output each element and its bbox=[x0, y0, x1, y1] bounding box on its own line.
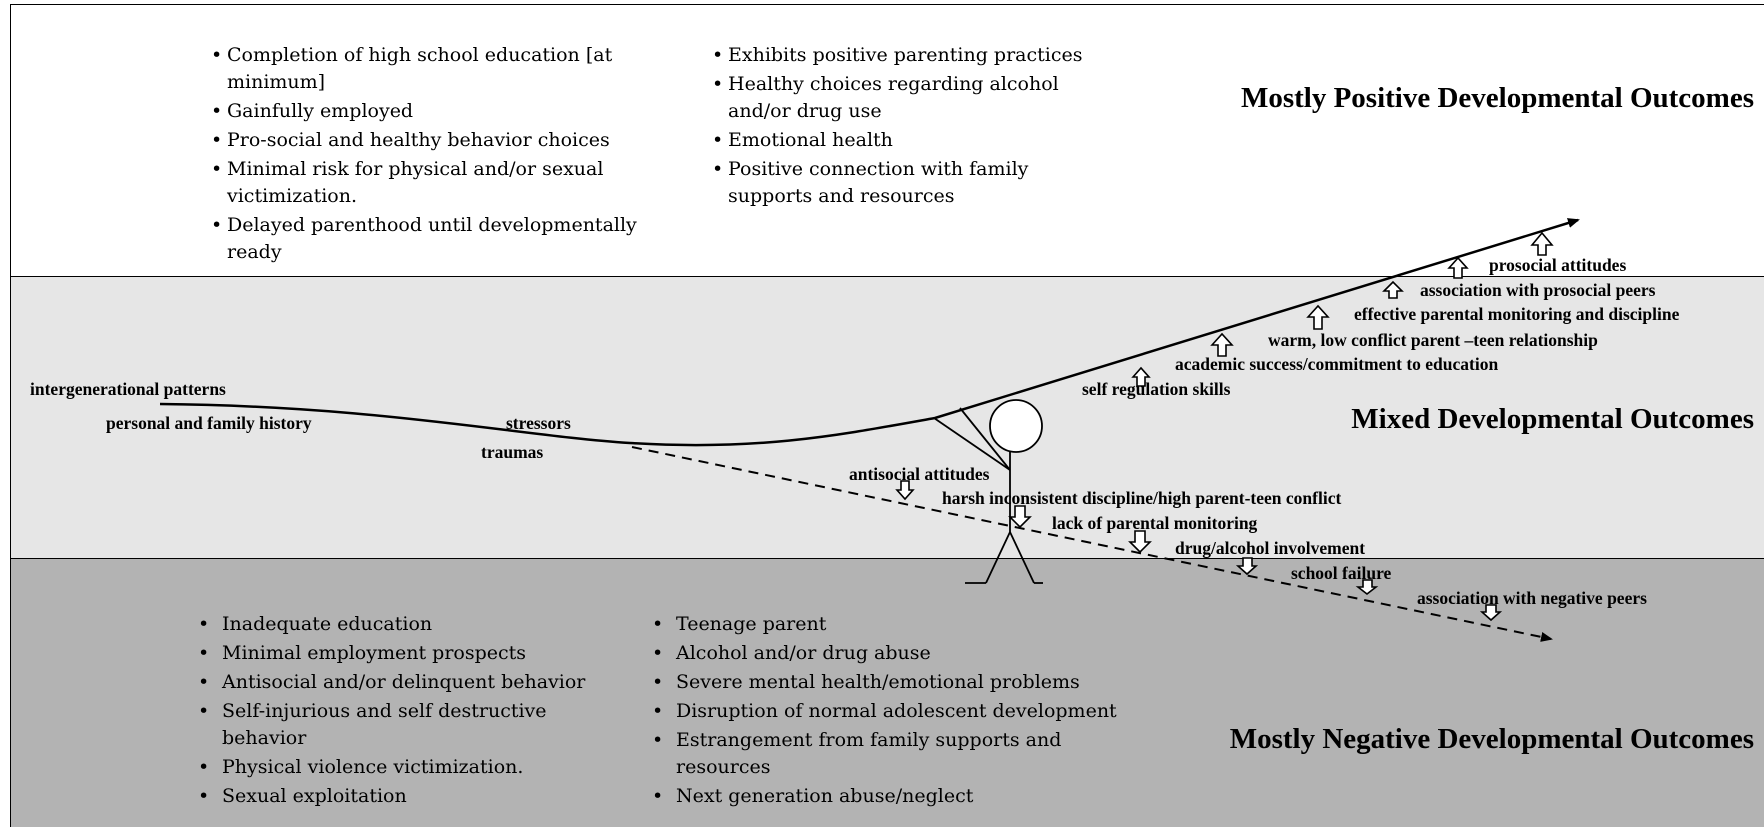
list-item: Delayed parenthood until developmentally… bbox=[211, 212, 651, 266]
list-item: Inadequate education bbox=[194, 611, 614, 638]
up-arrow-icon bbox=[1447, 256, 1469, 279]
life-path-curve bbox=[159, 218, 1580, 447]
list-item: Teenage parent bbox=[648, 611, 1128, 638]
list-item: Pro-social and healthy behavior choices bbox=[211, 127, 651, 154]
traumas-label: traumas bbox=[481, 442, 544, 462]
list-item: Severe mental health/emotional problems bbox=[648, 669, 1128, 696]
up-arrow-icon bbox=[1382, 280, 1404, 299]
list-item: Alcohol and/or drug abuse bbox=[648, 640, 1128, 667]
up-arrow-icon bbox=[1530, 231, 1554, 256]
positive-outcomes-heading: Mostly Positive Developmental Outcomes bbox=[1240, 82, 1754, 114]
negative-trajectory-line bbox=[631, 446, 1553, 642]
positive-outcomes-list-right: Exhibits positive parenting practices He… bbox=[712, 42, 1092, 212]
negative-outcomes-heading: Mostly Negative Developmental Outcomes bbox=[1229, 723, 1754, 755]
list-item: Disruption of normal adolescent developm… bbox=[648, 698, 1128, 725]
list-item: Sexual exploitation bbox=[194, 783, 614, 810]
list-item: Healthy choices regarding alcohol and/or… bbox=[712, 71, 1092, 125]
list-item: Positive connection with family supports… bbox=[712, 156, 1092, 210]
mixed-outcomes-band bbox=[10, 276, 1764, 558]
list-item: Next generation abuse/neglect bbox=[648, 783, 1128, 810]
list-item: Exhibits positive parenting practices bbox=[712, 42, 1092, 69]
negative-factor-label: association with negative peers bbox=[1417, 588, 1647, 608]
down-arrow-icon bbox=[895, 480, 915, 501]
down-arrow-icon bbox=[1479, 604, 1503, 622]
intergenerational-patterns-label: intergenerational patterns bbox=[30, 379, 226, 399]
negative-outcomes-list-right: Teenage parent Alcohol and/or drug abuse… bbox=[648, 611, 1128, 812]
list-item: Emotional health bbox=[712, 127, 1092, 154]
positive-outcomes-list-left: Completion of high school education [at … bbox=[211, 42, 651, 268]
down-arrow-icon bbox=[1008, 505, 1032, 529]
list-item: Gainfully employed bbox=[211, 98, 651, 125]
up-arrow-icon bbox=[1131, 366, 1151, 387]
up-arrow-icon bbox=[1210, 332, 1234, 357]
down-arrow-icon bbox=[1235, 557, 1259, 576]
positive-factor-label: prosocial attitudes bbox=[1489, 255, 1627, 275]
personal-family-history-label: personal and family history bbox=[106, 413, 312, 433]
list-item: Minimal employment prospects bbox=[194, 640, 614, 667]
negative-factor-label: drug/alcohol involvement bbox=[1175, 538, 1366, 558]
negative-factor-label: antisocial attitudes bbox=[849, 464, 990, 484]
stressors-label: stressors bbox=[506, 413, 571, 433]
list-item: Self-injurious and self destructive beha… bbox=[194, 698, 614, 752]
mixed-outcomes-heading: Mixed Developmental Outcomes bbox=[1351, 403, 1754, 435]
positive-factor-label: warm, low conflict parent –teen relation… bbox=[1268, 330, 1598, 350]
negative-factor-label: school failure bbox=[1291, 563, 1392, 583]
down-arrow-icon bbox=[1128, 530, 1152, 554]
list-item: Physical violence victimization. bbox=[194, 754, 614, 781]
list-item: Estrangement from family supports and re… bbox=[648, 727, 1128, 781]
negative-factor-label: lack of parental monitoring bbox=[1052, 513, 1258, 533]
negative-factor-label: harsh inconsistent discipline/high paren… bbox=[942, 488, 1342, 508]
stick-figure-icon bbox=[933, 399, 1043, 584]
positive-factor-label: association with prosocial peers bbox=[1420, 280, 1656, 300]
up-arrow-icon bbox=[1306, 304, 1330, 330]
positive-factor-label: self regulation skills bbox=[1082, 379, 1231, 399]
down-arrow-icon bbox=[1355, 579, 1379, 596]
positive-factor-label: academic success/commitment to education bbox=[1175, 354, 1499, 374]
list-item: Minimal risk for physical and/or sexual … bbox=[211, 156, 651, 210]
list-item: Antisocial and/or delinquent behavior bbox=[194, 669, 614, 696]
positive-factor-label: effective parental monitoring and discip… bbox=[1354, 304, 1680, 324]
negative-outcomes-list-left: Inadequate education Minimal employment … bbox=[194, 611, 614, 812]
list-item: Completion of high school education [at … bbox=[211, 42, 651, 96]
